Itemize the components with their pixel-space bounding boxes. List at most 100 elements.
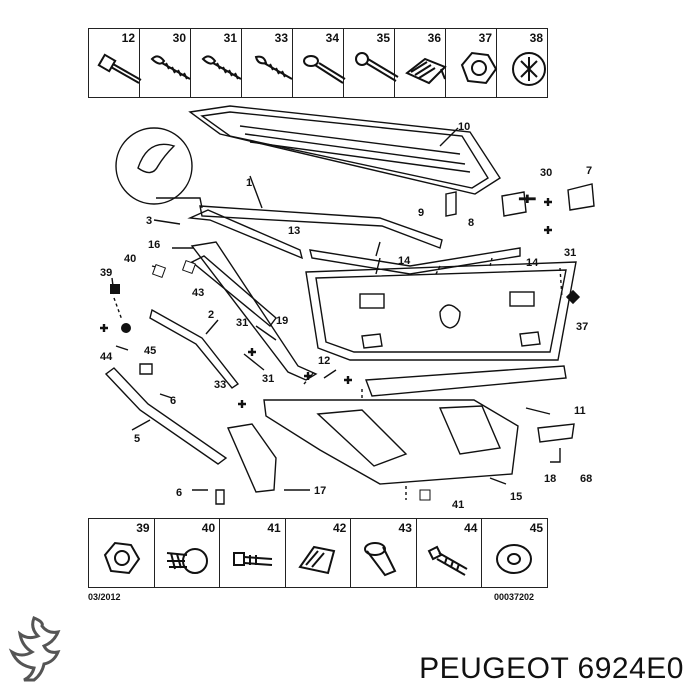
- label-43: 43: [192, 287, 204, 299]
- side-seal: [190, 241, 318, 381]
- screw-icon: [150, 55, 191, 80]
- part-number: 33: [274, 31, 288, 45]
- label-17: 17: [314, 485, 326, 497]
- label-19: 19: [276, 315, 288, 327]
- stud-icon: [233, 552, 273, 566]
- bottom-parts-strip: 39 40 41 42 43 44 45: [88, 518, 548, 588]
- side-trim: [226, 423, 277, 493]
- part-number: 45: [529, 521, 544, 535]
- part-number: 42: [332, 521, 347, 535]
- label-44: 44: [100, 351, 113, 363]
- lower-trim: [365, 365, 567, 397]
- label-5: 5: [134, 433, 140, 445]
- part-number: 12: [121, 31, 135, 45]
- part-cell-30[interactable]: 30: [140, 29, 191, 97]
- flange-bolt-icon: [303, 55, 346, 84]
- gas-strut: [104, 367, 228, 465]
- part-reference-title: PEUGEOT 6924E0: [419, 652, 684, 685]
- bracket: [445, 191, 457, 217]
- washer-icon: [496, 544, 533, 574]
- label-40: 40: [124, 253, 136, 265]
- part-number: 39: [136, 521, 150, 535]
- part-cell-45[interactable]: 45: [482, 519, 547, 587]
- part-cell-44[interactable]: 44: [417, 519, 483, 587]
- seal-detail-circle: [115, 127, 193, 205]
- label-68: 68: [580, 473, 592, 485]
- part-number: 34: [325, 31, 339, 45]
- part-cell-37[interactable]: 37: [446, 29, 498, 97]
- label-10: 10: [458, 121, 470, 133]
- label-16: 16: [148, 239, 160, 251]
- label-31c: 31: [262, 373, 274, 385]
- label-30: 30: [540, 167, 552, 179]
- part-cell-36[interactable]: 36: [395, 29, 447, 97]
- clip-icon: [298, 545, 335, 575]
- part-number: 44: [464, 521, 478, 535]
- part-number: 37: [478, 31, 492, 45]
- diagram-reference: 00037202: [494, 592, 535, 602]
- latch: [501, 191, 527, 217]
- label-15: 15: [510, 491, 522, 503]
- label-12: 12: [318, 355, 330, 367]
- nut-icon: [103, 541, 141, 575]
- lamp: [567, 183, 595, 211]
- socket-bolt-icon: [355, 52, 399, 82]
- part-cell-12[interactable]: 12: [89, 29, 142, 97]
- part-cell-31[interactable]: 31: [191, 29, 242, 97]
- tailgate-inner-panel: [305, 261, 577, 361]
- label-14a: 14: [398, 255, 411, 267]
- part-number: 38: [529, 31, 543, 45]
- part-cell-35[interactable]: 35: [344, 29, 399, 97]
- bushing-icon: [364, 542, 397, 577]
- label-33: 33: [214, 379, 226, 391]
- label-7: 7: [586, 165, 592, 177]
- screw-icon: [254, 55, 293, 80]
- nut-icon: [460, 51, 498, 85]
- part-cell-41[interactable]: 41: [220, 519, 286, 587]
- label-2: 2: [208, 309, 214, 321]
- part-number: 43: [398, 521, 412, 535]
- spoiler: [309, 247, 521, 275]
- rear-glass: [188, 105, 501, 195]
- label-39: 39: [100, 267, 112, 279]
- label-41: 41: [452, 499, 464, 510]
- screw-icon: [201, 55, 242, 80]
- label-37: 37: [576, 321, 588, 333]
- label-9: 9: [418, 207, 424, 219]
- peugeot-lion-logo-icon: [8, 616, 61, 682]
- inner-trim-panel: [263, 399, 519, 485]
- part-number: 35: [376, 31, 390, 45]
- label-6b: 6: [176, 487, 182, 499]
- label-3: 3: [146, 215, 152, 227]
- clip-18: [537, 423, 575, 443]
- part-number: 41: [267, 521, 281, 535]
- label-18: 18: [544, 473, 556, 485]
- part-cell-42[interactable]: 42: [286, 519, 352, 587]
- part-number: 36: [427, 31, 441, 45]
- part-number: 31: [223, 31, 237, 45]
- grommet-icon: [512, 52, 546, 86]
- part-cell-43[interactable]: 43: [351, 519, 417, 587]
- seal-frame: [199, 205, 443, 249]
- label-14b: 14: [526, 257, 539, 269]
- top-parts-strip: 12 30 31 33 34 35 36 37 38: [88, 28, 548, 98]
- label-31a: 31: [564, 247, 576, 259]
- part-cell-34[interactable]: 34: [293, 29, 346, 97]
- screw-icon: [427, 545, 468, 576]
- part-cell-38[interactable]: 38: [497, 29, 547, 97]
- part-number: 30: [172, 31, 186, 45]
- label-6a: 6: [170, 395, 176, 407]
- part-number: 40: [201, 521, 216, 535]
- label-13: 13: [288, 225, 300, 237]
- hinge-arm: [149, 308, 240, 389]
- tailgate-exploded-diagram: 1 2 3 5 6 6 7 8 9 10 11 12 13 14 14 15 1…: [100, 105, 595, 510]
- part-cell-33[interactable]: 33: [242, 29, 293, 97]
- part-cell-39[interactable]: 39: [89, 519, 155, 587]
- label-11: 11: [574, 405, 586, 417]
- label-8: 8: [468, 217, 474, 229]
- part-cell-40[interactable]: 40: [155, 519, 221, 587]
- label-45: 45: [144, 345, 156, 357]
- clip-icon: [405, 57, 447, 85]
- push-rivet-icon: [166, 548, 208, 574]
- diagram-date: 03/2012: [88, 592, 121, 602]
